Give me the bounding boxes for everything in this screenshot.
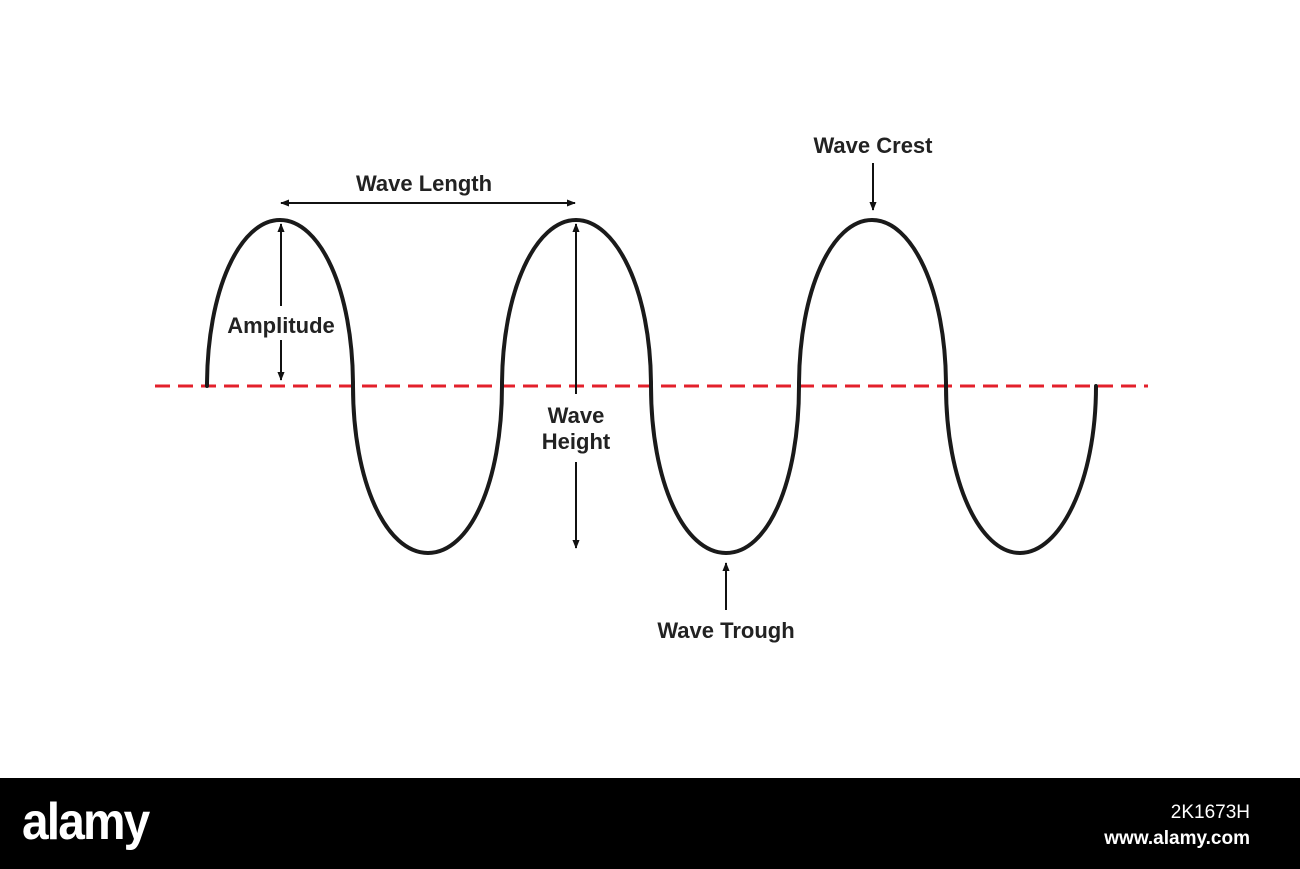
- wave-height-label-line1: Wave: [548, 403, 605, 428]
- site-url-text: www.alamy.com: [1104, 828, 1250, 849]
- wave-trough-label: Wave Trough: [657, 618, 794, 643]
- wave-crest-label: Wave Crest: [813, 133, 933, 158]
- watermark-footer: alamy 2K1673H www.alamy.com: [0, 778, 1300, 869]
- amplitude-label: Amplitude: [227, 313, 335, 338]
- wave-curve: [205, 218, 1098, 555]
- wave-height-label-line2: Height: [542, 429, 611, 454]
- image-id-text: 2K1673H: [1170, 802, 1250, 823]
- alamy-logo: alamy: [22, 793, 150, 851]
- wave-diagram: Wave Length Wave Crest Amplitude Wave He…: [155, 133, 1148, 643]
- wave-length-label: Wave Length: [356, 171, 492, 196]
